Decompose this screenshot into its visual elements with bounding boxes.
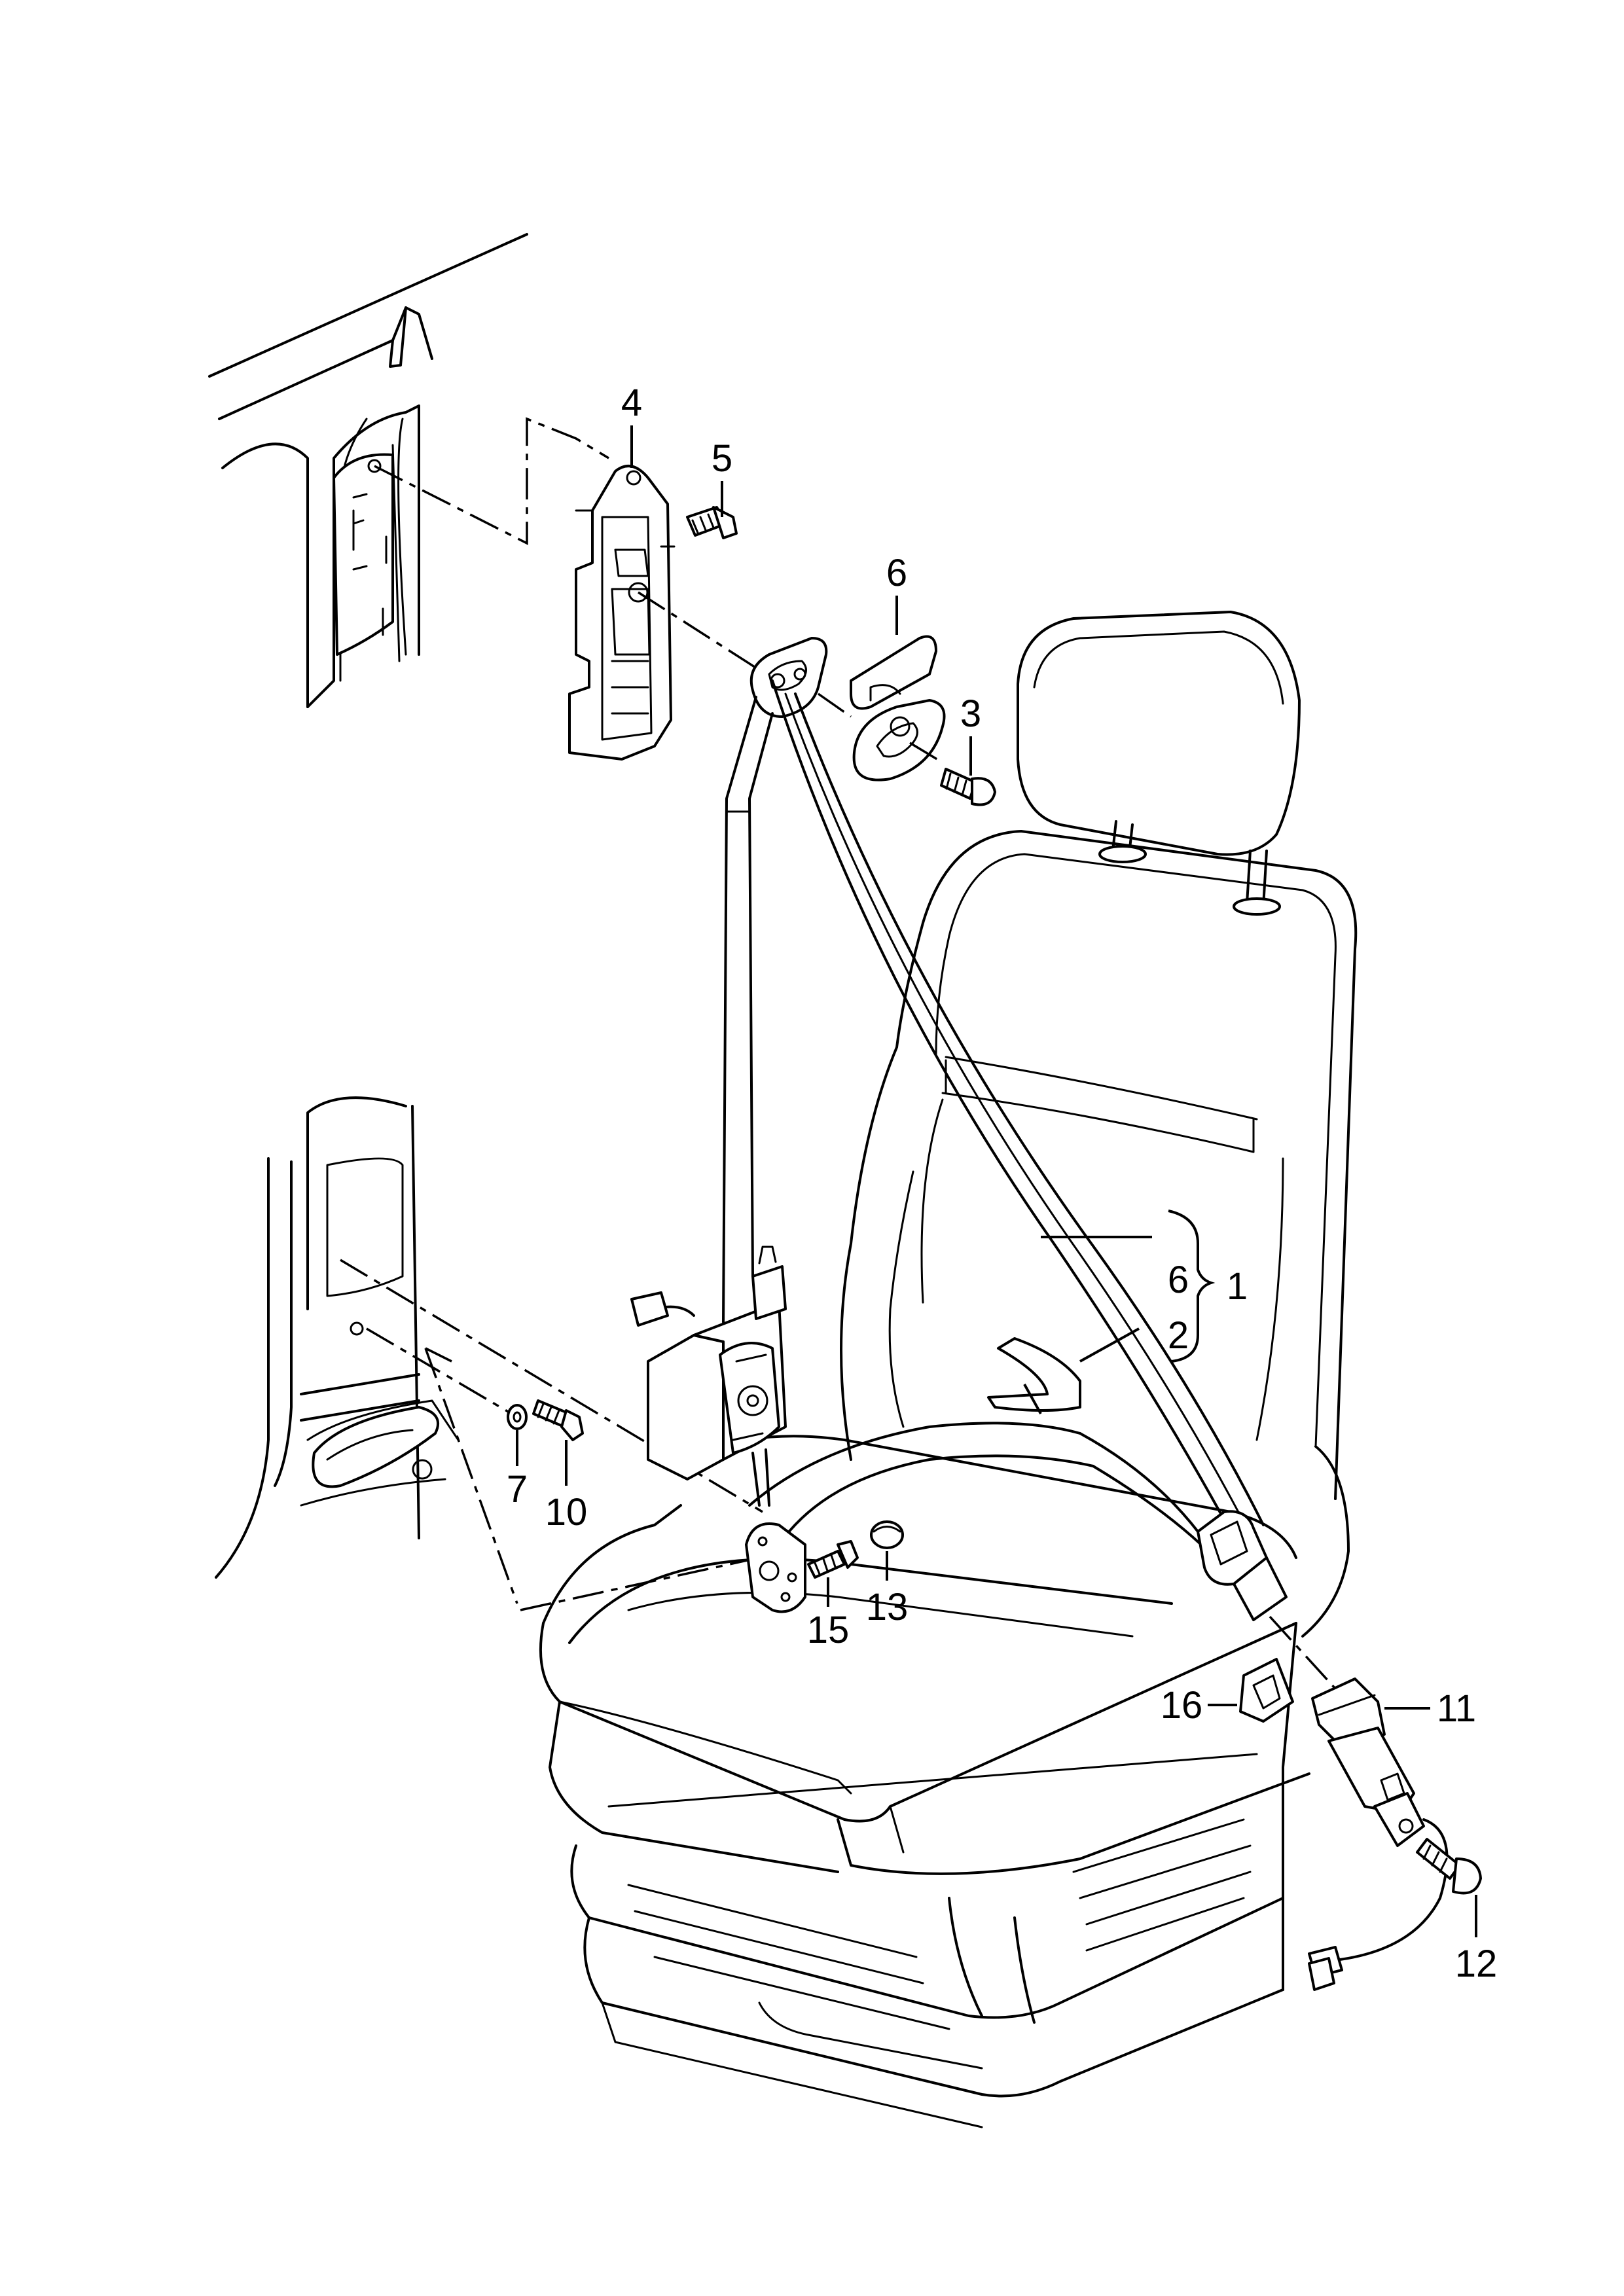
- bolt-3: [940, 768, 996, 806]
- callout-1: 1: [1227, 1265, 1248, 1308]
- seat-base: [570, 1622, 1297, 2128]
- headrest: [1017, 611, 1301, 916]
- callout-3: 3: [960, 692, 981, 735]
- callout-6-brace: 6: [1168, 1259, 1189, 1301]
- callout-10: 10: [545, 1491, 588, 1534]
- upper-pillar-panel: [208, 233, 528, 708]
- callout-4: 4: [621, 382, 642, 424]
- bolt-5: [686, 506, 738, 539]
- callout-12: 12: [1455, 1943, 1498, 1985]
- callout-13: 13: [866, 1586, 909, 1628]
- belt-webbing-diagonal: [771, 679, 1265, 1533]
- lap-belt: [745, 1422, 1202, 1613]
- seat-backrest: [840, 830, 1358, 1638]
- pillar-guide-line: [424, 1347, 518, 1604]
- callout-5: 5: [712, 437, 732, 480]
- bolt-15: [807, 1540, 859, 1579]
- callout-15: 15: [807, 1609, 850, 1651]
- lower-pillar-panel: [215, 1096, 460, 1579]
- tongue-to-buckle-line: [1269, 1615, 1337, 1690]
- bracket-to-guide-line: [638, 591, 767, 675]
- callout-7: 7: [507, 1468, 528, 1511]
- upper-belt-guide: [749, 637, 828, 718]
- belt-buckle: [1308, 1677, 1449, 1991]
- belt-guide-clip: [987, 1337, 1081, 1412]
- guide-cover-cap: [850, 635, 946, 781]
- seat-cushion: [539, 1435, 1310, 1875]
- callout-16: 16: [1161, 1684, 1203, 1727]
- callout-2: 2: [1168, 1314, 1189, 1357]
- washer-7: [507, 1404, 528, 1430]
- floor-anchor-line: [520, 1556, 760, 1611]
- bolt-10: [532, 1399, 584, 1441]
- callout-labels: 4 5 6 3 6 1 2 7 10 15 13 16 11 12: [507, 382, 1497, 1985]
- lower-anchor-line: [340, 1259, 763, 1513]
- bolt-12: [1416, 1838, 1482, 1895]
- mount-line-4: [374, 417, 609, 545]
- belt-latch-plate: [1197, 1510, 1288, 1621]
- leader-lines: [516, 425, 1477, 1937]
- callout-6-top: 6: [886, 552, 907, 594]
- belt-retractor: [630, 1246, 787, 1507]
- belt-webbing-vertical: [722, 696, 774, 1323]
- height-adjuster-bracket: [568, 465, 676, 761]
- buckle-cover: [1239, 1658, 1294, 1723]
- callout-11: 11: [1437, 1687, 1476, 1730]
- retractor-mount-line: [366, 1327, 518, 1418]
- guide-to-cover-line: [817, 692, 943, 764]
- cap-13: [870, 1520, 904, 1549]
